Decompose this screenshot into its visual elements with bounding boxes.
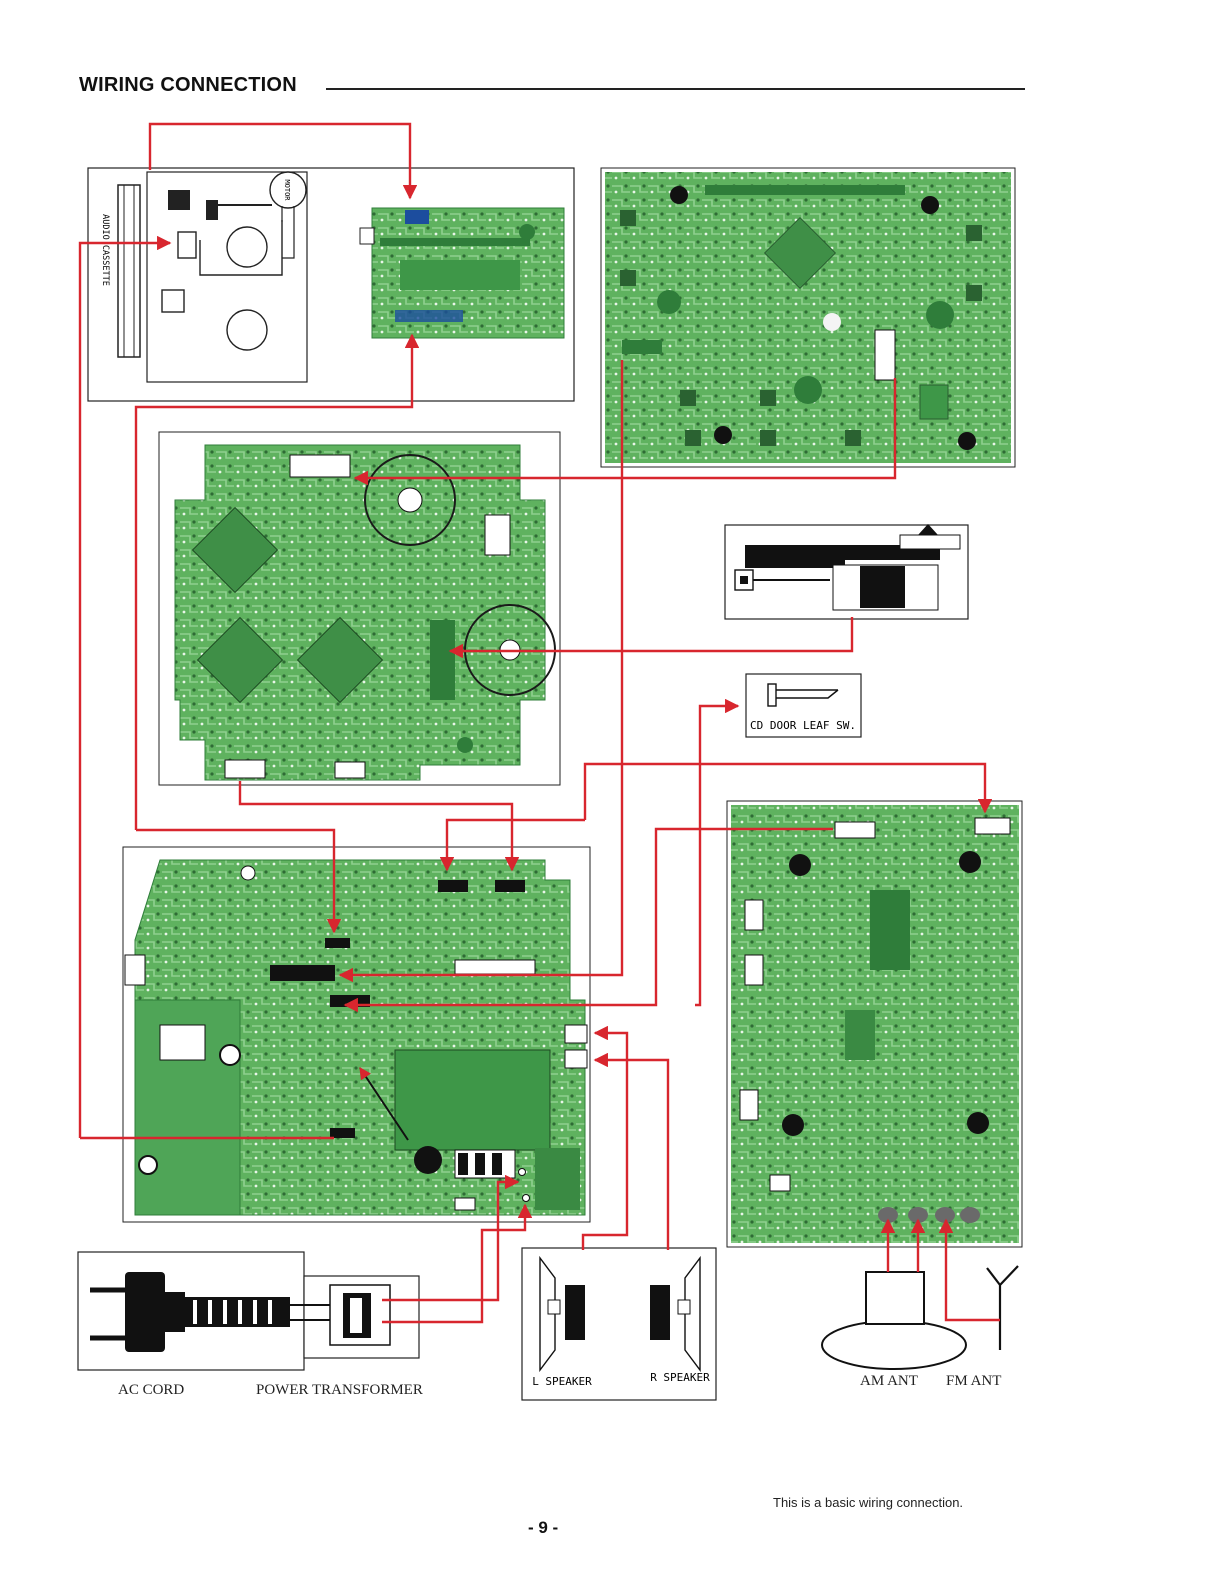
- cd-door-leaf-switch: CD DOOR LEAF SW.: [746, 674, 861, 737]
- cd-servo-pcb: [159, 432, 560, 785]
- speakers-panel: L SPEAKER R SPEAKER: [522, 1248, 716, 1400]
- r-speaker-label: R SPEAKER: [650, 1371, 710, 1384]
- am-ant-label: AM ANT: [860, 1373, 918, 1390]
- ac-cord-label: AC CORD: [118, 1382, 184, 1399]
- audio-cassette-label: AUDIO CASSETTE: [100, 214, 110, 286]
- front-panel-pcb: [601, 168, 1015, 467]
- l-speaker-label: L SPEAKER: [532, 1375, 592, 1388]
- cassette-pcb: [360, 208, 564, 338]
- cd-pickup-mechanism: [725, 524, 968, 619]
- page-number: - 9 -: [528, 1518, 558, 1538]
- fm-ant-label: FM ANT: [946, 1373, 1001, 1390]
- motor-label: MOTOR: [283, 179, 291, 201]
- fm-antenna: [987, 1266, 1018, 1350]
- ac-cord-and-transformer: [78, 1252, 419, 1370]
- am-antenna: [822, 1272, 966, 1369]
- footer-note: This is a basic wiring connection.: [773, 1495, 963, 1510]
- power-transformer-label: POWER TRANSFORMER: [256, 1382, 423, 1399]
- tuner-pcb: [727, 801, 1022, 1247]
- cd-door-leaf-sw-label: CD DOOR LEAF SW.: [750, 719, 856, 732]
- main-pcb: [123, 847, 590, 1222]
